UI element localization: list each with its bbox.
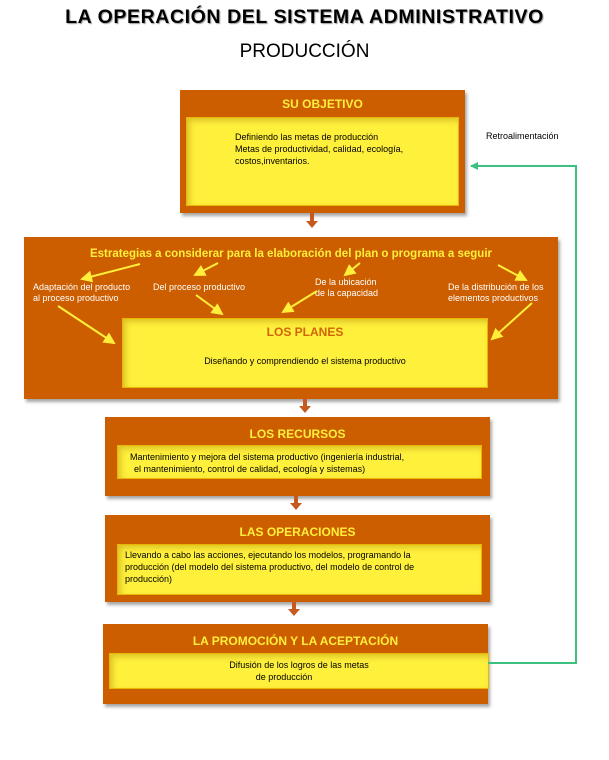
plans-text: Diseñando y comprendiendo el sistema pro… bbox=[204, 356, 406, 366]
diagram-title: LA OPERACIÓN DEL SISTEMA ADMINISTRATIVO bbox=[65, 6, 544, 28]
resources-line: el mantenimiento, control de calidad, ec… bbox=[134, 464, 366, 474]
promotion-line: Difusión de los logros de las metas bbox=[229, 660, 369, 670]
resources-heading: LOS RECURSOS bbox=[249, 427, 346, 441]
flow-arrow-head bbox=[306, 221, 318, 228]
promotion-box: LA PROMOCIÓN Y LA ACEPTACIÓN Difusión de… bbox=[103, 624, 489, 704]
arrow-icon bbox=[195, 294, 224, 316]
flow-arrow-stem bbox=[303, 399, 307, 407]
promotion-content: Difusión de los logros de las metas de p… bbox=[109, 653, 489, 689]
arrow-icon bbox=[193, 262, 219, 276]
operations-box: LAS OPERACIONES Llevando a cabo las acci… bbox=[105, 515, 490, 602]
arrow-icon bbox=[57, 305, 116, 345]
strategy-item: Del proceso productivo bbox=[153, 282, 246, 292]
arrow-icon bbox=[80, 263, 141, 283]
flow-arrow-stem bbox=[310, 213, 314, 222]
strategies-box: Estrategias a considerar para la elabora… bbox=[24, 237, 558, 399]
arrow-icon bbox=[497, 264, 528, 281]
flow-arrow-head bbox=[299, 406, 311, 413]
operations-line: Llevando a cabo las acciones, ejecutando… bbox=[125, 550, 411, 560]
feedback-arrow-icon bbox=[470, 162, 577, 664]
flow-arrow-stem bbox=[294, 496, 298, 504]
resources-line: Mantenimiento y mejora del sistema produ… bbox=[130, 452, 405, 462]
operations-heading: LAS OPERACIONES bbox=[239, 525, 356, 539]
promotion-heading: LA PROMOCIÓN Y LA ACEPTACIÓN bbox=[192, 634, 399, 648]
diagram-subtitle: PRODUCCIÓN bbox=[239, 41, 370, 62]
feedback-label: Retroalimentación bbox=[486, 131, 559, 141]
objective-heading: SU OBJETIVO bbox=[282, 97, 363, 111]
objective-line: Metas de productividad, calidad, ecologí… bbox=[235, 144, 404, 154]
flow-arrow-head bbox=[290, 503, 302, 510]
strategies-heading: Estrategias a considerar para la elabora… bbox=[89, 248, 492, 260]
operations-content: Llevando a cabo las acciones, ejecutando… bbox=[117, 544, 482, 595]
arrow-icon bbox=[343, 262, 361, 277]
objective-content: Definiendo las metas de producción Metas… bbox=[186, 117, 459, 206]
flow-arrow-stem bbox=[292, 602, 296, 610]
objective-line: costos,inventarios. bbox=[235, 156, 310, 166]
resources-content: Mantenimiento y mejora del sistema produ… bbox=[117, 445, 482, 479]
flow-arrow-head bbox=[288, 609, 300, 616]
promotion-line: de producción bbox=[255, 672, 313, 682]
plans-heading: LOS PLANES bbox=[266, 325, 344, 339]
arrow-icon bbox=[490, 302, 533, 341]
objective-line: Definiendo las metas de producción bbox=[235, 132, 379, 142]
arrow-icon bbox=[281, 290, 318, 314]
operations-line: producción) bbox=[125, 574, 173, 584]
resources-box: LOS RECURSOS Mantenimiento y mejora del … bbox=[105, 417, 490, 496]
operations-line: producción (del modelo del sistema produ… bbox=[125, 562, 415, 572]
objective-box: SU OBJETIVO Definiendo las metas de prod… bbox=[180, 90, 465, 213]
plans-box: LOS PLANES Diseñando y comprendiendo el … bbox=[122, 318, 488, 388]
